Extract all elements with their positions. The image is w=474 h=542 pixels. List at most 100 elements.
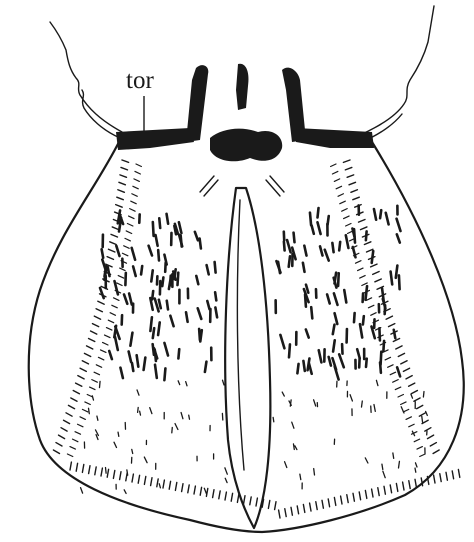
seta-mark: [382, 464, 383, 469]
seta-mark: [385, 357, 390, 360]
seta-mark: [136, 164, 141, 167]
seta-mark: [129, 351, 131, 362]
seta-mark: [174, 226, 176, 234]
seta-mark: [110, 313, 115, 316]
seta-mark: [335, 273, 337, 284]
seta-mark: [332, 171, 337, 174]
seta-mark: [181, 413, 183, 419]
seta-mark: [118, 432, 119, 436]
seta-mark: [346, 223, 351, 226]
seta-mark: [345, 167, 352, 169]
seta-mark: [375, 279, 381, 282]
seta-mark: [403, 409, 408, 412]
seta-mark: [149, 246, 152, 256]
seta-mark: [396, 346, 402, 349]
seta-mark: [178, 349, 179, 358]
seta-mark: [398, 395, 403, 397]
seta-mark: [144, 477, 145, 485]
seta-mark: [98, 357, 103, 360]
seta-mark: [151, 478, 152, 486]
seta-mark: [94, 372, 99, 374]
seta-mark: [351, 190, 358, 193]
seta-mark: [428, 435, 434, 438]
seta-mark: [342, 209, 347, 212]
seta-mark: [294, 233, 295, 243]
seta-mark: [120, 472, 121, 480]
seta-mark: [163, 480, 164, 488]
seta-mark: [295, 446, 297, 450]
seta-mark: [70, 462, 71, 470]
seta-mark: [415, 479, 416, 487]
seta-mark: [138, 475, 139, 483]
seta-mark: [215, 307, 217, 317]
seta-mark: [105, 335, 110, 338]
seta-mark: [362, 401, 363, 407]
seta-mark: [170, 316, 173, 326]
seta-mark: [371, 313, 376, 316]
seta-mark: [383, 471, 385, 477]
seta-mark: [213, 490, 214, 498]
seta-mark: [396, 484, 397, 492]
seta-mark: [159, 218, 160, 228]
seta-mark: [353, 197, 359, 200]
seta-mark: [393, 453, 394, 458]
seta-mark: [137, 390, 139, 395]
seta-mark: [101, 350, 106, 353]
seta-mark: [215, 292, 216, 300]
seta-mark: [78, 376, 84, 379]
seta-mark: [316, 502, 317, 510]
seta-mark: [391, 272, 393, 285]
seta-mark: [125, 238, 130, 241]
seta-mark: [319, 350, 322, 362]
seta-mark: [131, 201, 136, 204]
seta-mark: [282, 392, 284, 396]
seta-mark: [433, 450, 439, 454]
seta-mark: [156, 235, 158, 246]
seta-mark: [132, 248, 135, 260]
seta-mark: [403, 482, 404, 490]
seta-mark: [159, 484, 160, 488]
seta-mark: [100, 381, 101, 387]
seta-mark: [175, 424, 178, 430]
seta-mark: [415, 468, 416, 472]
seta-mark: [186, 382, 187, 386]
seta-mark: [338, 273, 339, 286]
seta-mark: [359, 492, 360, 500]
seta-mark: [347, 175, 354, 177]
seta-mark: [70, 447, 75, 450]
seta-mark: [118, 190, 125, 193]
seta-mark: [292, 422, 294, 428]
seta-mark: [158, 322, 160, 335]
seta-mark: [132, 363, 133, 371]
seta-mark: [207, 265, 209, 274]
seta-mark: [84, 353, 90, 356]
seta-mark: [285, 462, 287, 468]
seta-mark: [397, 234, 400, 242]
seta-mark: [291, 507, 292, 515]
seta-mark: [207, 301, 209, 309]
seta-mark: [159, 300, 161, 308]
seta-mark: [89, 466, 90, 474]
seta-mark: [310, 213, 311, 226]
seta-mark: [108, 267, 110, 276]
seta-mark: [137, 355, 139, 366]
seta-mark: [303, 263, 305, 272]
seta-mark: [222, 380, 224, 385]
seta-mark: [225, 468, 227, 474]
seta-mark: [138, 407, 139, 412]
seta-mark: [122, 253, 127, 256]
seta-mark: [92, 324, 98, 327]
seta-mark: [333, 340, 335, 351]
seta-mark: [106, 468, 107, 474]
seta-mark: [196, 276, 198, 284]
right-sclerite-bar: [282, 68, 306, 142]
seta-mark: [378, 488, 379, 496]
seta-mark: [403, 368, 409, 371]
seta-mark: [200, 239, 201, 249]
seta-mark: [365, 491, 366, 499]
seta-mark: [401, 361, 407, 364]
seta-mark: [317, 222, 320, 234]
seta-mark: [325, 250, 329, 261]
seta-mark: [153, 222, 154, 236]
seta-mark: [331, 164, 336, 167]
